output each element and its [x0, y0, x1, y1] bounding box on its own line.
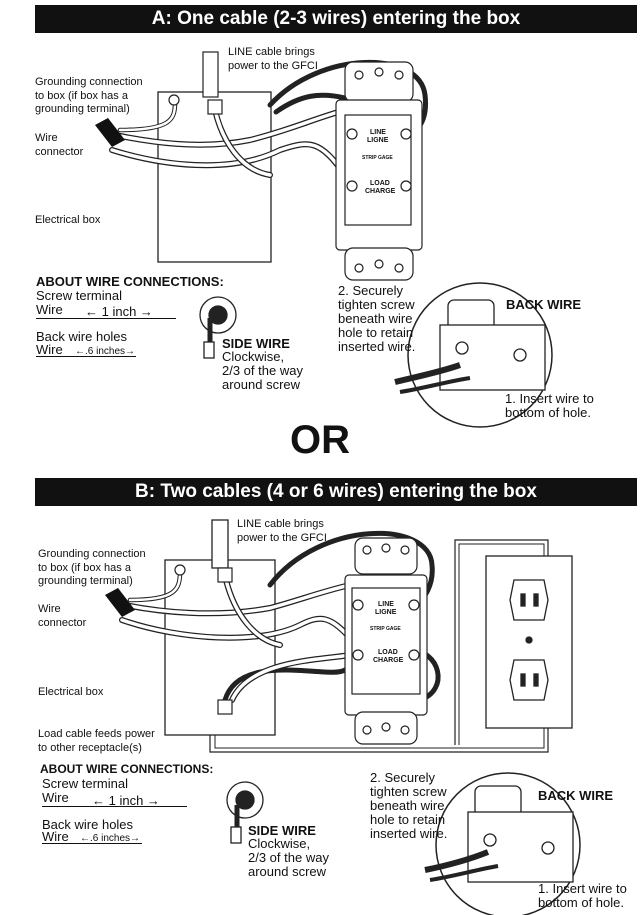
wire-connector-b-icon — [105, 588, 135, 617]
gfci-ligne-label-b: LIGNE — [375, 609, 397, 616]
or-divider: OR — [290, 418, 350, 462]
six-inches-label-a: ←.6 inches→ — [75, 346, 136, 357]
electrical-box-label-b: Electrical box — [38, 686, 104, 698]
wires-b — [119, 530, 441, 703]
side-wire-illustration-b — [226, 781, 264, 844]
wire-connector-label-a: Wire connector — [35, 132, 84, 158]
wire-connector-a-icon — [95, 118, 125, 147]
back-wire-illustration-a — [394, 282, 553, 428]
screw-terminal-measure-line-a — [36, 318, 176, 319]
step1-label-b: 1. Insert wire to bottom of hole. — [538, 881, 627, 910]
gfci-strip-gage-label-b: STRIP GAGE — [370, 626, 401, 632]
gfci-device-a — [335, 61, 423, 281]
back-wire-heading-b: BACK WIRE — [538, 788, 614, 803]
wire-connector-label-b: Wire connector — [38, 603, 87, 629]
screw-terminal-label-a: Screw terminal — [36, 288, 122, 303]
gfci-line-label-b: LINE — [378, 601, 394, 608]
wire-label-a2: Wire — [36, 342, 63, 357]
side-wire-desc-b: Clockwise, 2/3 of the way around screw — [248, 836, 329, 879]
wire-label-b2: Wire — [42, 829, 69, 844]
back-wire-holes-label-b: Back wire holes — [42, 817, 134, 832]
six-inches-label-b: ←.6 inches→ — [80, 833, 141, 844]
wires-a — [109, 59, 429, 178]
ground-screw-b-icon — [174, 564, 186, 576]
side-wire-desc-a: Clockwise, 2/3 of the way around screw — [222, 349, 303, 392]
gfci-strip-gage-label-a: STRIP GAGE — [362, 155, 393, 161]
back-wire-holes-label-a: Back wire holes — [36, 329, 128, 344]
ground-screw-a-icon — [168, 94, 180, 106]
wire-label-a1: Wire — [36, 302, 63, 317]
wire-label-b1: Wire — [42, 790, 69, 805]
screw-terminal-measure-line-b — [42, 806, 187, 807]
gfci-charge-label-b: CHARGE — [373, 657, 404, 664]
screw-terminal-label-b: Screw terminal — [42, 776, 128, 791]
section-a-banner: A: One cable (2-3 wires) entering the bo… — [35, 5, 637, 33]
back-wire-heading-a: BACK WIRE — [506, 297, 582, 312]
gfci-charge-label-a: CHARGE — [365, 188, 396, 195]
about-heading-b: ABOUT WIRE CONNECTIONS: — [40, 762, 214, 776]
grounding-label-b: Grounding connection to box (if box has … — [38, 548, 146, 587]
electrical-box-label-a: Electrical box — [35, 214, 101, 226]
one-inch-label-a: ← 1 inch → — [85, 304, 153, 319]
receptacle-b — [485, 555, 573, 729]
side-wire-heading-a: SIDE WIRE — [222, 336, 290, 351]
line-cable-label-a: LINE cable brings power to the GFCI — [228, 46, 318, 72]
section-b-banner: B: Two cables (4 or 6 wires) entering th… — [35, 478, 637, 506]
side-wire-illustration-a — [199, 296, 237, 359]
step1-label-a: 1. Insert wire to bottom of hole. — [505, 391, 594, 420]
gfci-ligne-label-a: LIGNE — [367, 137, 389, 144]
back-wire-illustration-b — [424, 772, 581, 915]
load-cable-label-b: Load cable feeds power to other receptac… — [38, 728, 155, 754]
side-wire-heading-b: SIDE WIRE — [248, 823, 316, 838]
gfci-line-label-a: LINE — [370, 129, 386, 136]
line-cable-label-b: LINE cable brings power to the GFCI — [237, 518, 327, 544]
gfci-device-b — [344, 537, 428, 745]
back-wire-measure-line-a — [36, 356, 136, 357]
electrical-box-b — [164, 519, 276, 736]
back-wire-measure-line-b — [42, 843, 142, 844]
gfci-load-label-a: LOAD — [370, 180, 390, 187]
step2-label-b: 2. Securely tighten screw beneath wire h… — [370, 770, 448, 841]
step2-label-a: 2. Securely tighten screw beneath wire h… — [338, 283, 416, 354]
grounding-label-a: Grounding connection to box (if box has … — [35, 76, 143, 115]
one-inch-label-b: ← 1 inch → — [92, 793, 160, 808]
about-heading-a: ABOUT WIRE CONNECTIONS: — [36, 274, 224, 289]
gfci-load-label-b: LOAD — [378, 649, 398, 656]
